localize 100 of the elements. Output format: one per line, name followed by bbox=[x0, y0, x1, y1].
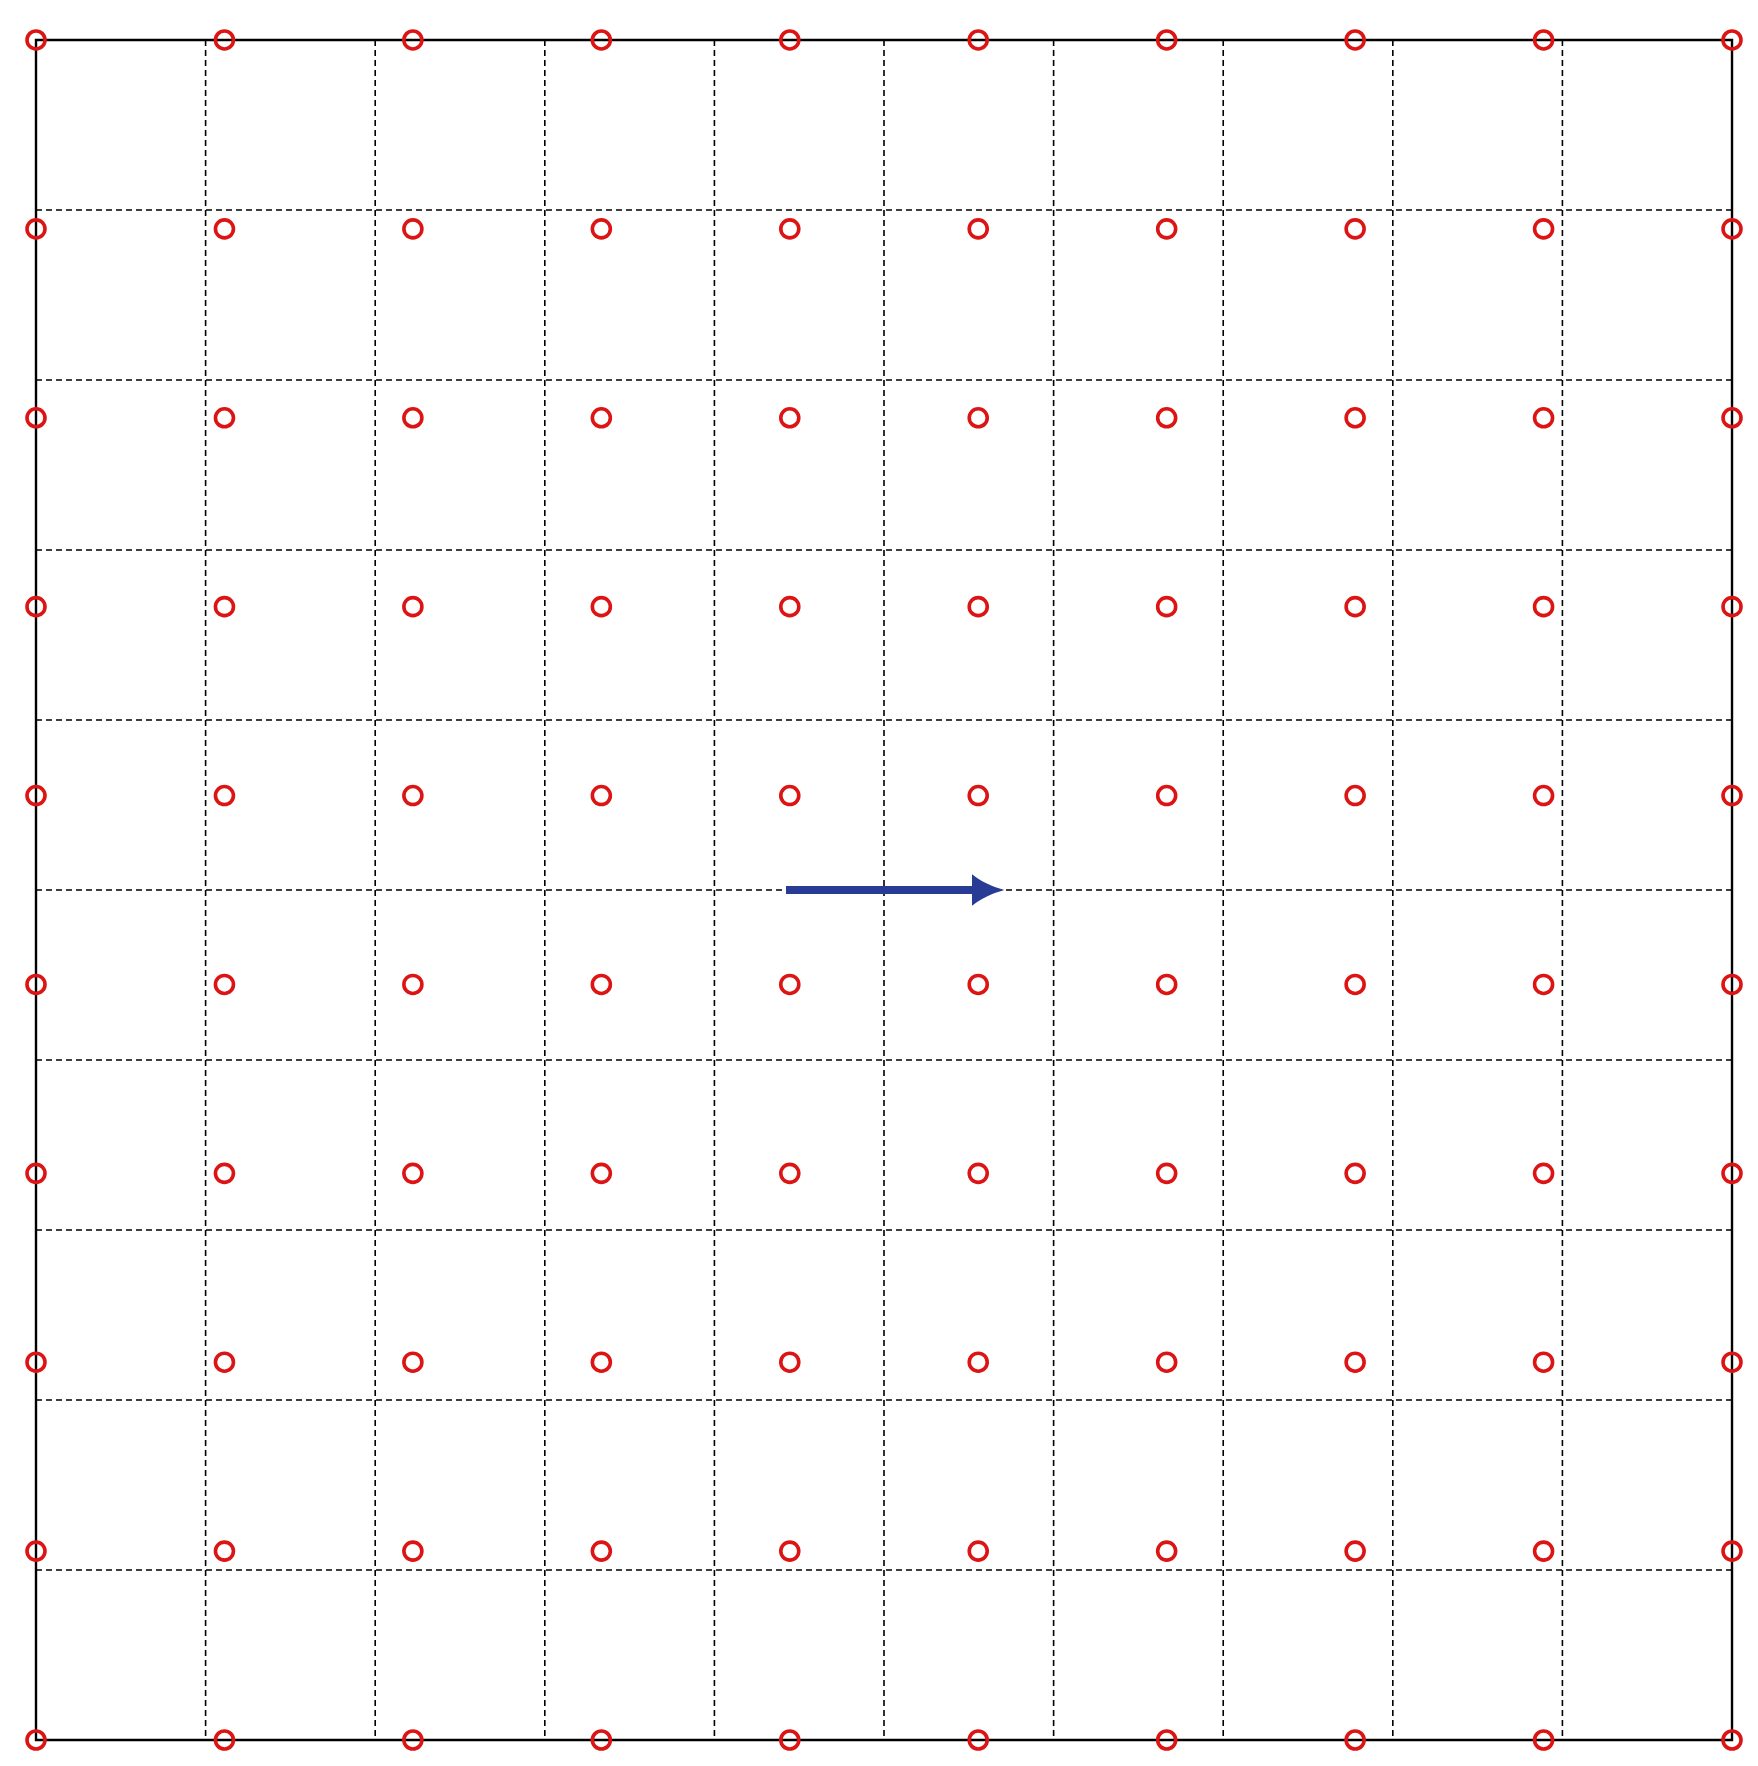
point-marker bbox=[1532, 1540, 1555, 1562]
point-marker bbox=[590, 1540, 613, 1562]
point-marker bbox=[779, 1729, 801, 1751]
point-marker bbox=[213, 29, 236, 51]
point-marker bbox=[967, 1540, 990, 1562]
point-marker bbox=[590, 29, 613, 51]
point-marker bbox=[25, 406, 47, 429]
point-marker bbox=[779, 973, 801, 996]
point-marker bbox=[967, 1162, 990, 1185]
point-marker bbox=[1344, 29, 1366, 51]
point-marker bbox=[779, 784, 801, 807]
point-marker bbox=[967, 29, 990, 51]
point-marker bbox=[402, 784, 424, 807]
point-marker bbox=[1721, 973, 1743, 996]
point-marker bbox=[402, 406, 424, 429]
point-marker bbox=[1344, 784, 1366, 807]
point-marker bbox=[213, 1729, 236, 1751]
point-marker bbox=[967, 595, 990, 618]
point-marker bbox=[402, 1540, 424, 1562]
point-marker bbox=[213, 218, 236, 240]
point-marker bbox=[1155, 1351, 1178, 1373]
point-marker bbox=[590, 973, 613, 996]
point-marker bbox=[1721, 1540, 1743, 1562]
point-marker bbox=[1532, 1729, 1555, 1751]
point-marker bbox=[1532, 218, 1555, 240]
point-marker bbox=[1721, 1162, 1743, 1185]
point-marker bbox=[590, 1729, 613, 1751]
point-marker bbox=[402, 29, 424, 51]
point-marker bbox=[1344, 1351, 1366, 1373]
point-marker bbox=[402, 218, 424, 240]
point-marker bbox=[590, 1162, 613, 1185]
point-marker bbox=[1721, 218, 1743, 240]
point-marker bbox=[967, 406, 990, 429]
point-marker bbox=[213, 973, 236, 996]
point-marker bbox=[1532, 595, 1555, 618]
point-marker bbox=[1721, 1729, 1743, 1751]
point-marker bbox=[25, 595, 47, 618]
point-marker bbox=[1721, 595, 1743, 618]
point-marker bbox=[213, 1351, 236, 1373]
point-marker bbox=[25, 1162, 47, 1185]
point-marker bbox=[213, 784, 236, 807]
point-marker bbox=[1532, 1162, 1555, 1185]
point-marker bbox=[967, 784, 990, 807]
point-marker bbox=[967, 973, 990, 996]
point-marker bbox=[1155, 1162, 1178, 1185]
point-marker bbox=[779, 1162, 801, 1185]
point-marker bbox=[1344, 1729, 1366, 1751]
point-marker bbox=[1532, 406, 1555, 429]
point-marker bbox=[213, 406, 236, 429]
point-marker bbox=[1344, 973, 1366, 996]
point-marker bbox=[1155, 1729, 1178, 1751]
point-marker bbox=[590, 1351, 613, 1373]
point-marker bbox=[967, 1351, 990, 1373]
point-marker bbox=[402, 1162, 424, 1185]
point-marker bbox=[402, 1729, 424, 1751]
point-marker bbox=[1532, 784, 1555, 807]
point-marker bbox=[25, 218, 47, 240]
point-marker bbox=[590, 784, 613, 807]
point-marker bbox=[1532, 29, 1555, 51]
point-marker bbox=[1344, 1540, 1366, 1562]
point-marker bbox=[1155, 973, 1178, 996]
point-marker bbox=[402, 595, 424, 618]
point-marker bbox=[25, 1729, 47, 1751]
point-marker bbox=[1155, 1540, 1178, 1562]
point-marker bbox=[779, 29, 801, 51]
point-marker bbox=[213, 1162, 236, 1185]
point-marker bbox=[967, 218, 990, 240]
point-marker bbox=[1344, 595, 1366, 618]
point-marker bbox=[1721, 1351, 1743, 1373]
point-marker bbox=[1532, 1351, 1555, 1373]
point-marker bbox=[1155, 784, 1178, 807]
point-marker bbox=[1344, 218, 1366, 240]
point-marker bbox=[1721, 784, 1743, 807]
point-marker bbox=[590, 406, 613, 429]
point-marker bbox=[779, 1351, 801, 1373]
point-marker bbox=[779, 1540, 801, 1562]
point-marker bbox=[213, 595, 236, 618]
point-marker bbox=[1155, 595, 1178, 618]
point-marker bbox=[25, 973, 47, 996]
point-marker bbox=[1344, 406, 1366, 429]
point-marker bbox=[25, 29, 47, 51]
point-marker bbox=[779, 218, 801, 240]
point-marker bbox=[25, 1540, 47, 1562]
point-marker bbox=[25, 784, 47, 807]
point-marker bbox=[25, 1351, 47, 1373]
point-marker bbox=[779, 406, 801, 429]
point-marker bbox=[1532, 973, 1555, 996]
point-marker bbox=[1721, 406, 1743, 429]
point-marker bbox=[967, 1729, 990, 1751]
point-marker bbox=[402, 1351, 424, 1373]
point-marker bbox=[1155, 29, 1178, 51]
point-marker bbox=[1344, 1162, 1366, 1185]
point-marker bbox=[590, 218, 613, 240]
point-marker bbox=[590, 595, 613, 618]
point-marker bbox=[1155, 406, 1178, 429]
point-marker bbox=[1721, 29, 1743, 51]
point-marker bbox=[402, 973, 424, 996]
point-marker bbox=[1155, 218, 1178, 240]
point-marker bbox=[213, 1540, 236, 1562]
point-marker bbox=[779, 595, 801, 618]
